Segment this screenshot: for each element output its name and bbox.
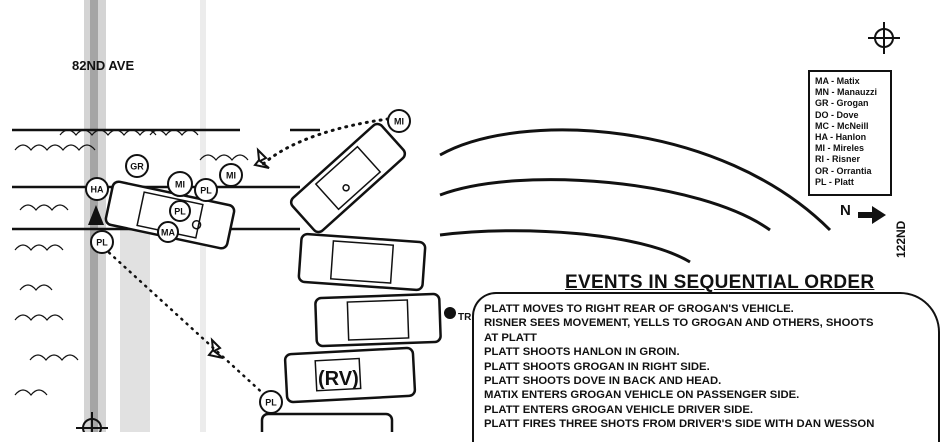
legend-item: OR - Orrantia	[815, 165, 872, 176]
car-parked-2	[314, 292, 442, 348]
marker-pl: PL	[169, 200, 191, 222]
legend-item: MC - McNeill	[815, 120, 869, 131]
movement-path-pl	[102, 246, 270, 400]
scene-diagram: MI GR HA MI PL MA PL PL MI PL (RV) TR 122ND	[12, 0, 908, 432]
marker-mi: MI	[387, 109, 411, 133]
event-line: PLATT SHOOTS HANLON IN GROIN.	[484, 346, 680, 359]
event-line: RISNER SEES MOVEMENT, YELLS TO GROGAN AN…	[484, 317, 874, 330]
tr-label: TR	[458, 312, 472, 323]
event-line: PLATT SHOOTS GROGAN IN RIGHT SIDE.	[484, 360, 710, 373]
legend-item: MN - Manauzzi	[815, 87, 877, 98]
legend-item: MA - Matix	[815, 76, 860, 86]
event-line: MATIX ENTERS GROGAN VEHICLE ON PASSENGER…	[484, 389, 800, 402]
event-line: PLATT MOVES TO RIGHT REAR OF GROGAN'S VE…	[484, 303, 794, 315]
direction-arrow	[88, 205, 104, 225]
legend-item: DO - Dove	[815, 109, 859, 120]
marker-label: PL	[96, 238, 108, 248]
shot-icon	[207, 147, 270, 359]
marker-layer: MI GR HA MI PL MA PL PL MI PL	[85, 109, 411, 414]
tr-dot	[444, 307, 456, 319]
marker-label: PL	[174, 207, 186, 217]
marker-label: GR	[130, 162, 144, 172]
marker-ma: MA	[157, 221, 179, 243]
legend-item: RI - Risner	[815, 154, 861, 165]
marker-mi: MI	[219, 163, 243, 187]
north-label: N	[840, 202, 851, 219]
car-parked-1	[297, 232, 427, 292]
marker-label: HA	[91, 185, 104, 195]
event-line: PLATT SHOOTS DOVE IN BACK AND HEAD.	[484, 375, 722, 388]
legend-item: MI - Mireles	[815, 143, 865, 154]
rv-vehicle	[283, 346, 417, 404]
legend-item: HA - Hanlon	[815, 132, 867, 143]
curved-road	[439, 128, 832, 264]
movement-path-mi	[260, 116, 397, 167]
marker-label: PL	[200, 186, 212, 196]
marker-label: MI	[175, 180, 185, 190]
marker-pl: PL	[90, 230, 114, 254]
north-arrow-icon	[858, 206, 886, 224]
marker-label: MA	[161, 228, 175, 238]
marker-label: MI	[226, 171, 236, 181]
avenue-label: 82ND AVE	[72, 58, 135, 73]
car-angled	[289, 122, 407, 234]
event-line: PLATT FIRES THREE SHOTS FROM DRIVER'S SI…	[484, 418, 875, 431]
rv-label: (RV)	[318, 368, 359, 390]
event-line: PLATT ENTERS GROGAN VEHICLE DRIVER SIDE.	[484, 403, 754, 416]
crosshair-icon	[76, 412, 108, 432]
marker-label: PL	[265, 398, 277, 408]
cross-street-label: 122ND	[894, 220, 908, 258]
shrubs	[14, 129, 249, 396]
events-title: EVENTS IN SEQUENTIAL ORDER	[565, 272, 875, 293]
marker-mi: MI	[167, 171, 193, 197]
events-box: PLATT MOVES TO RIGHT REAR OF GROGAN'S VE…	[472, 292, 940, 442]
legend-item: PL - Platt	[815, 176, 854, 187]
marker-ha: HA	[85, 177, 109, 201]
car-bottom	[260, 412, 394, 432]
legend-item: GR - Grogan	[815, 98, 869, 109]
marker-label: MI	[394, 117, 404, 127]
legend-box: MA - Matix MN - Manauzzi GR - Grogan DO …	[808, 70, 892, 196]
crosshair-icon	[868, 22, 900, 54]
marker-gr: GR	[125, 154, 149, 178]
marker-pl: PL	[194, 178, 218, 202]
marker-pl: PL	[259, 390, 283, 414]
event-line: AT PLATT	[484, 331, 537, 344]
